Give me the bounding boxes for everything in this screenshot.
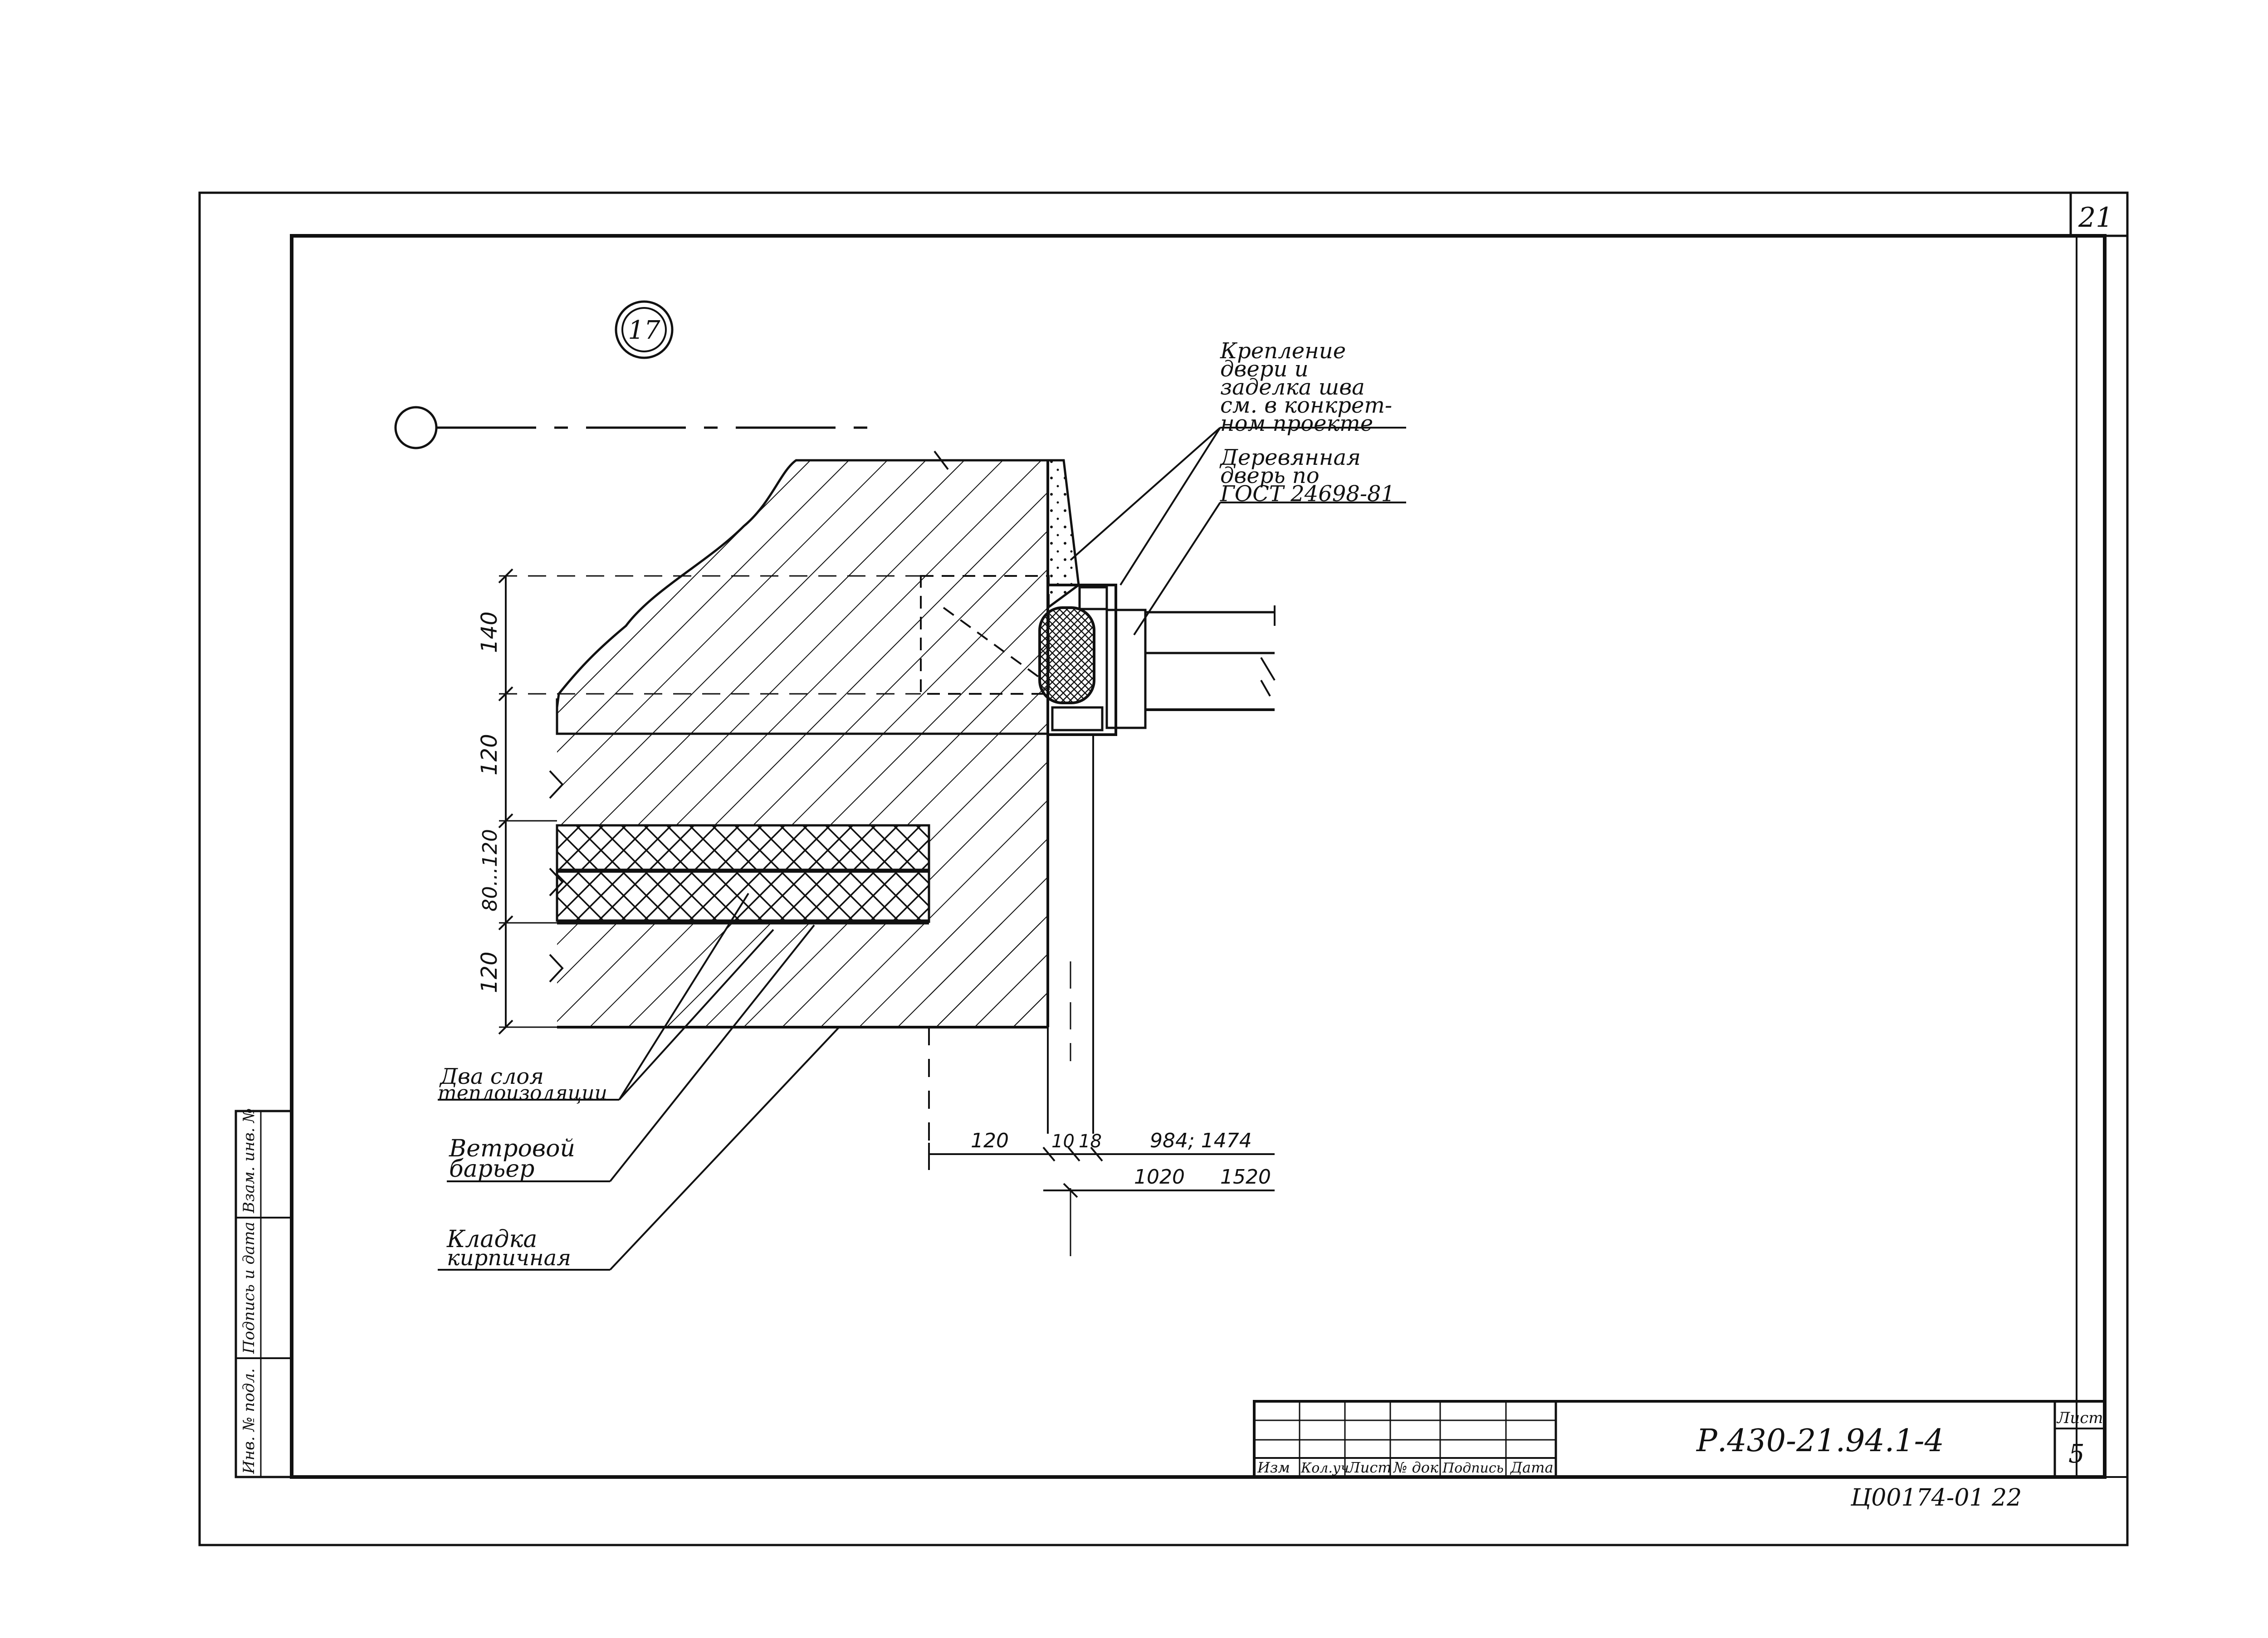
tb-header-signature: Подпись [1442, 1460, 1504, 1476]
insulation-layer [556, 824, 930, 925]
side-stamp: Инв. № подл. Подпись и дата Взам. инв. № [235, 1108, 293, 1478]
dim-h-10: 10 [1051, 1131, 1075, 1152]
callout-door: Деревянная дверь по ГОСТ 24698-81 [1133, 445, 1406, 636]
anchor-dashed-outline [920, 575, 1050, 695]
dim-h-1020: 1020 [1134, 1165, 1185, 1189]
sheet-frame [198, 191, 2129, 1546]
tb-header-date: Дата [1510, 1459, 1554, 1476]
footer-code: Ц00174-01 22 [1850, 1484, 2022, 1511]
callout-masonry-line-1: Кладка [446, 1226, 537, 1253]
callout-fastening-line-3: заделка шва [1220, 375, 1365, 400]
callout-door-line-2: дверь по [1220, 463, 1320, 488]
door-leaf [928, 605, 1276, 1256]
door-frame [1038, 584, 1147, 736]
callout-fastening-line-2: двери и [1220, 356, 1309, 382]
detail-marker-number: 17 [628, 316, 660, 345]
callout-fastening-line-5: ном проекте [1220, 411, 1373, 436]
callout-insulation-line-1: Два слоя [439, 1064, 544, 1089]
tb-header-izm: Изм [1257, 1459, 1290, 1476]
dim-h-18: 18 [1079, 1131, 1102, 1152]
vertical-dimensions: 140 120 80...120 120 [477, 568, 921, 1035]
masonry-between [557, 734, 929, 825]
callout-wind-line-1: Ветровой [449, 1135, 575, 1162]
callout-insulation-line-2: теплоизоляции [438, 1082, 607, 1105]
callout-insulation: Два слоя теплоизоляции [438, 892, 774, 1105]
detail-marker: 17 [615, 300, 674, 359]
tb-sheet-label: Лист [2056, 1409, 2103, 1427]
dim-h-1520: 1520 [1220, 1165, 1271, 1189]
title-block: Изм Кол.уч Лист № док Подпись Дата Р.430… [1253, 1400, 2106, 1478]
callout-fastening-line-4: см. в конкрет- [1220, 393, 1392, 418]
callout-door-line-1: Деревянная [1219, 445, 1361, 470]
dim-v-120a: 120 [477, 734, 502, 775]
tb-header-doc-no: № док [1393, 1459, 1439, 1476]
callout-masonry: Кладка кирпичная [438, 1026, 840, 1271]
dim-v-120b: 120 [477, 951, 502, 993]
callout-fastening-line-1: Крепление [1220, 338, 1346, 364]
callout-wind-line-2: барьер [449, 1155, 534, 1183]
callout-wind-barrier: Ветровой барьер [447, 924, 815, 1183]
callout-fastening: Крепление двери и заделка шва см. в конк… [1070, 338, 1406, 586]
tb-header-list: Лист [1347, 1459, 1392, 1476]
stamp-inv-no: Инв. № подл. [240, 1368, 258, 1474]
sheet-corner-number: 21 [2078, 202, 2113, 234]
dim-h-984-1474: 984; 1474 [1150, 1129, 1252, 1152]
stamp-replacement-no: Взам. инв. № [240, 1108, 258, 1214]
bottom-dimensions: 120 10 18 984; 1474 1020 1520 [928, 1129, 1275, 1198]
dim-h-120: 120 [971, 1129, 1009, 1152]
sheet-corner-box: 21 [2069, 191, 2129, 237]
tb-designation: Р.430-21.94.1-4 [1696, 1423, 1944, 1459]
dim-v-80-120: 80...120 [479, 829, 502, 912]
tb-sheet-number: 5 [2068, 1439, 2085, 1469]
axis-marker [394, 406, 875, 449]
tb-header-kol-uch: Кол.уч [1300, 1460, 1349, 1476]
stamp-signature-date: Подпись и дата [240, 1222, 258, 1354]
callout-masonry-line-2: кирпичная [447, 1245, 571, 1271]
dim-v-140: 140 [477, 611, 502, 653]
